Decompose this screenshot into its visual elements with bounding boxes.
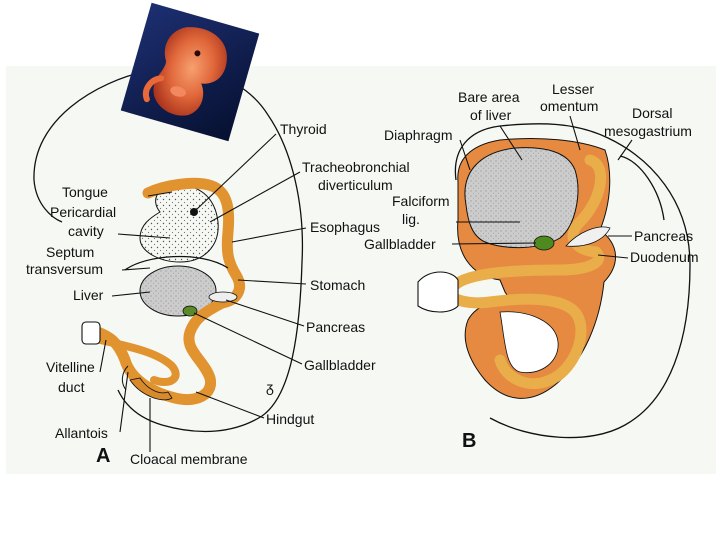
label-lesser-2: omentum [540,98,598,114]
label-thyroid: Thyroid [280,121,327,137]
embryo-tail [142,75,165,103]
midgut-inner-loop [88,334,180,387]
panel-b-letter: B [462,430,476,452]
allantois-shape [121,365,129,391]
label-pericardial-1: Pericardial [50,204,116,220]
panel-b-labels: Bare area of liver Lesser omentum Dorsal… [364,81,699,452]
leader-allantois [119,371,129,433]
midgut-loop [86,297,228,405]
panel-b-leaders [451,115,633,259]
label-esophagus: Esophagus [310,219,380,235]
panel-b-liver-shape [464,147,579,249]
foregut-tube [142,177,245,309]
label-tongue: Tongue [62,184,108,200]
septum-band [124,255,229,271]
leader-lesser-omentum [569,115,581,151]
embryo-eye [194,50,201,57]
label-duodenum: Duodenum [630,249,699,265]
vitelline-duct-stump [81,321,101,345]
panel-b-dorsal-line [619,155,665,221]
label-vitelline-2: duct [58,379,85,395]
tail-squiggle: ᵹ [266,379,274,395]
leader-stomach [237,279,307,285]
panel-b-inner-cavity [499,311,559,374]
label-tracheo-2: diverticulum [318,177,393,193]
label-pancreas-a: Pancreas [306,319,365,335]
leader-esophagus [231,227,307,243]
embryo-photo [120,2,260,142]
panel-a-labels: Tongue Pericardial cavity Septum transve… [26,121,410,467]
label-lesser-1: Lesser [552,81,594,97]
panel-b-pancreas-shape [565,226,611,247]
leader-vitelline [99,339,107,373]
leader-tongue [147,191,173,197]
leader-bare-area [499,125,523,161]
leader-dorsal [617,139,633,161]
label-gallbladder-a: Gallbladder [304,357,376,373]
label-tracheo-1: Tracheobronchial [302,159,410,175]
label-bare-area-1: Bare area [458,89,520,105]
embryo-limb-bud [170,86,186,97]
label-dorsal-2: mesogastrium [604,123,692,139]
label-vitelline-1: Vitelline [46,359,95,375]
panel-b-gallbladder-shape [533,235,555,251]
label-cloacal: Cloacal membrane [130,451,248,467]
leader-pericardial [117,233,171,239]
leader-gallbladder-a [193,312,303,365]
label-bare-area-2: of liver [470,107,512,123]
label-hindgut: Hindgut [266,411,314,427]
label-gallbladder-b: Gallbladder [364,236,436,252]
liver-shape [139,265,217,317]
label-septum-2: transversum [26,261,103,277]
label-falciform-1: Falciform [392,193,450,209]
panel-b-midgut-loop [445,246,605,390]
panel-b-drawing [417,123,691,439]
hindgut-shape [129,377,173,401]
label-pericardial-2: cavity [68,223,104,239]
gallbladder-bud-a [182,305,198,317]
label-allantois: Allantois [55,425,108,441]
label-falciform-2: lig. [402,211,420,227]
label-dorsal-1: Dorsal [632,105,672,121]
panel-b-vitelline-stump [417,271,459,313]
label-stomach: Stomach [310,277,365,293]
leader-liver [111,291,151,297]
embryo-body-outline [33,69,304,433]
leader-gallbladder-b [451,242,537,245]
leader-thyroid [195,133,277,211]
label-septum-1: Septum [46,244,94,260]
leader-hindgut [195,391,265,419]
pancreas-bud-a [208,291,238,303]
panel-a-letter: A [96,445,110,467]
label-pancreas-b: Pancreas [634,228,693,244]
embryo-figure [153,27,227,116]
leader-duodenum [597,254,629,259]
label-diaphragm: Diaphragm [384,127,452,143]
leader-pancreas-a [225,299,305,327]
label-liver: Liver [73,287,104,303]
leader-diaphragm [459,139,471,171]
leader-septum [121,267,151,271]
panel-a-leaders [99,133,307,452]
leader-tracheo [209,171,301,223]
